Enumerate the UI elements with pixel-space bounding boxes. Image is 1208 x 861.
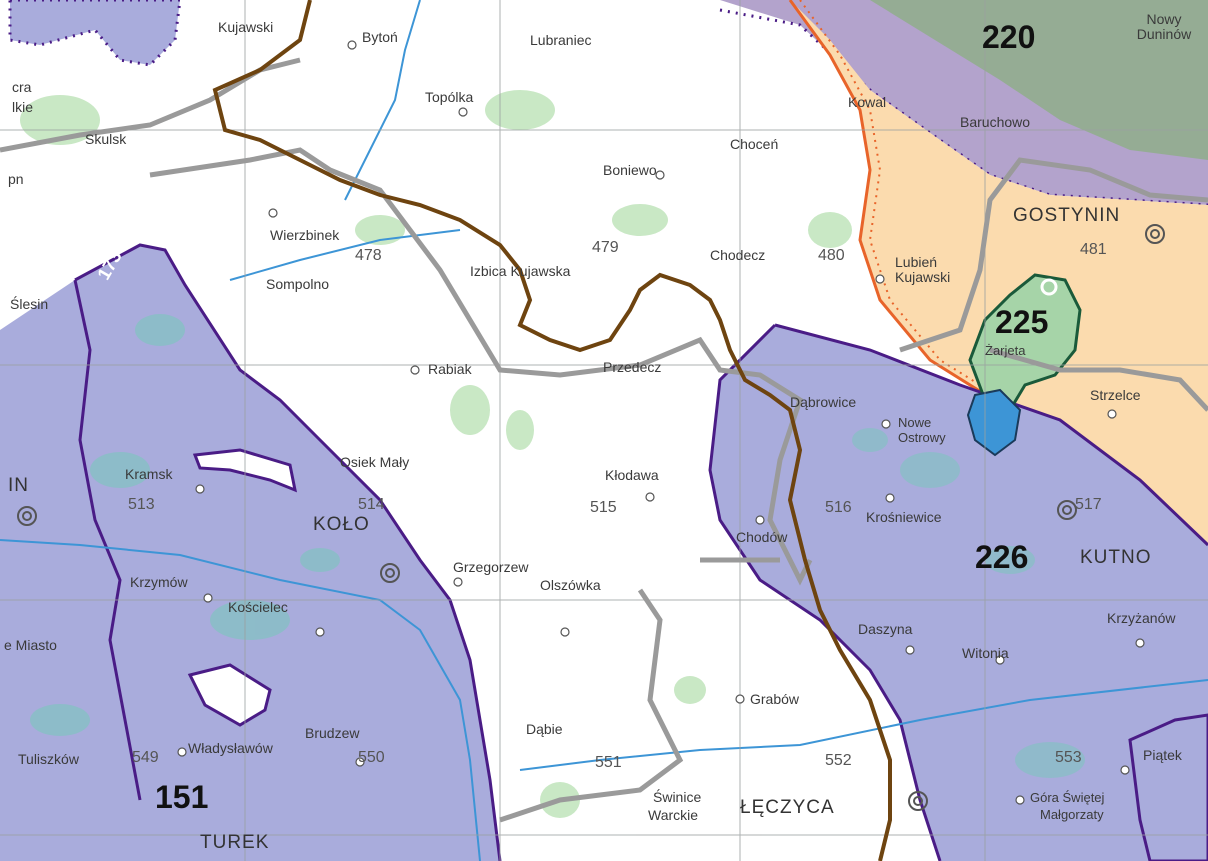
zone-151-fill (0, 245, 500, 861)
place-krzymow: Krzymów (130, 574, 188, 590)
sheet-478: 478 (355, 247, 382, 264)
sheet-513: 513 (128, 496, 155, 513)
place-kolo: KOŁO (313, 514, 370, 535)
place-warckie: Warckie (648, 807, 699, 823)
city-markers (17, 224, 1165, 811)
place-kn: IN (8, 475, 29, 496)
place-kutno: KUTNO (1080, 547, 1152, 568)
place-grzegorzew: Grzegorzew (453, 559, 529, 575)
place-krzyzanow: Krzyżanów (1107, 610, 1176, 626)
place-malgorzaty: Małgorzaty (1040, 807, 1104, 822)
place-piatek: Piątek (1143, 747, 1182, 763)
zone-piatek (1128, 713, 1208, 861)
region-151: 151 (155, 779, 209, 815)
place-strzelce: Strzelce (1090, 387, 1141, 403)
zone-220-border (719, 8, 1208, 207)
zone-226-forest (852, 428, 1085, 778)
place-slesin: Ślesin (10, 296, 49, 312)
place-gostynin: GOSTYNIN (1013, 205, 1121, 226)
zone-226-fill (710, 325, 1208, 861)
place-kujawski-top: Kujawski (218, 19, 274, 35)
place-baruchowo: Baruchowo (960, 114, 1031, 130)
place-daszyna: Daszyna (858, 621, 913, 637)
sheet-481: 481 (1080, 241, 1107, 258)
sheet-550: 550 (358, 749, 385, 766)
place-przedecz: Przedecz (603, 359, 662, 375)
region-226: 226 (975, 539, 1029, 575)
place-boniewo: Boniewo (603, 162, 657, 178)
sheet-551: 551 (595, 754, 622, 771)
place-grabow: Grabów (750, 691, 800, 707)
place-skulsk: Skulsk (85, 131, 127, 147)
place-klodawa: Kłodawa (605, 467, 659, 483)
place-miasto: e Miasto (4, 637, 57, 653)
place-osiek: Osiek Mały (340, 454, 410, 470)
sheet-515: 515 (590, 499, 617, 516)
brown-boundary (212, 0, 892, 861)
town-markers (177, 40, 1145, 805)
place-rabiak: Rabiak (428, 361, 472, 377)
place-witonia: Witonia (962, 645, 1009, 661)
place-chocen: Choceń (730, 136, 779, 152)
place-lubien: Lubień Kujawski (895, 254, 951, 285)
place-tuliszkow: Tuliszków (18, 751, 79, 767)
place-chodow: Chodów (736, 529, 788, 545)
place-krosniewice: Krośniewice (866, 509, 942, 525)
place-pn: pn (8, 171, 24, 187)
place-sompolno: Sompolno (266, 276, 330, 292)
sheet-479: 479 (592, 239, 619, 256)
place-lkie: lkie (12, 99, 34, 115)
sheet-516: 516 (825, 499, 852, 516)
zone-orange-dots (799, 0, 1201, 541)
place-wierzbinek: Wierzbinek (270, 227, 340, 243)
sheet-553: 553 (1055, 749, 1082, 766)
place-dabie: Dąbie (526, 721, 563, 737)
place-topolka: Topólka (425, 89, 474, 105)
place-nowe-ostrowy: Nowe Ostrowy (898, 415, 946, 445)
place-zaryjeta: Żarjeta (985, 343, 1026, 358)
sheet-549: 549 (132, 749, 159, 766)
zone-151-border (74, 243, 502, 861)
place-lubraniec: Lubraniec (530, 32, 592, 48)
place-wladyslawow: Władysławów (188, 740, 273, 756)
place-leczyca: ŁĘCZYCA (740, 797, 835, 818)
place-swinice: Świnice (653, 789, 702, 805)
zone-151-forest (30, 314, 340, 736)
grey-boundaries (0, 57, 1208, 823)
place-kramsk: Kramsk (125, 466, 173, 482)
place-izbica: Izbica Kujawska (470, 263, 571, 279)
zone-225-fill (968, 273, 1082, 412)
region-220: 220 (982, 19, 1036, 55)
place-brudzew: Brudzew (305, 725, 360, 741)
place-dabrowice: Dąbrowice (790, 394, 857, 410)
place-byton: Bytoń (362, 29, 398, 45)
place-gora: Góra Świętej (1030, 790, 1105, 805)
place-nowy-duninow: Nowy Duninów (1136, 11, 1192, 42)
place-chodecz: Chodecz (710, 247, 766, 263)
lake-hole-2 (187, 663, 272, 727)
zone-225-lake (966, 388, 1022, 457)
place-olszowka: Olszówka (540, 577, 601, 593)
sheet-480: 480 (818, 247, 845, 264)
zone-topleft (8, 0, 182, 67)
region-225: 225 (995, 304, 1049, 340)
sheet-552: 552 (825, 752, 852, 769)
place-kowal: Kowal (848, 94, 887, 110)
place-cra: cra (12, 79, 32, 95)
place-turek: TUREK (200, 832, 270, 853)
sheet-517: 517 (1075, 496, 1102, 513)
zone-orange-fill (790, 0, 1208, 550)
zone-220-forest (870, 0, 1208, 160)
place-koscielec: Kościelec (228, 599, 288, 615)
sheet-514: 514 (358, 496, 385, 513)
